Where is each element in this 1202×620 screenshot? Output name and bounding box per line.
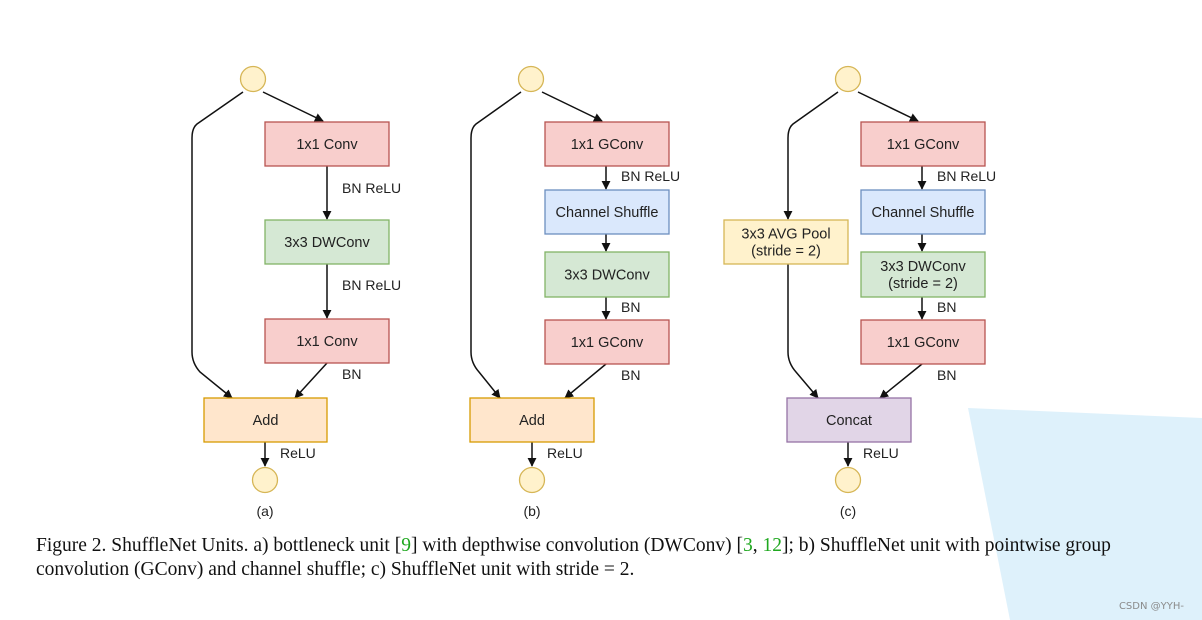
unit-c-edge-label-3: BN — [937, 367, 956, 383]
unit-b-edge-label-3: BN — [621, 367, 640, 383]
unit-c-dw-box — [860, 251, 986, 298]
unit-a-arrow-conv2-to-add — [294, 362, 328, 399]
unit-b-merge-box — [469, 397, 595, 443]
unit-c-pool-block: 3x3 AVG Pool(stride = 2) — [723, 219, 849, 265]
unit-a-edge-label-4: ReLU — [280, 445, 316, 461]
unit-c-caption-label: (c) — [840, 503, 856, 519]
unit-b-dw-box — [544, 251, 670, 298]
unit-c-merge-box — [786, 397, 912, 443]
unit-b-gconv2-box — [544, 319, 670, 365]
unit-c-edge-label-1: BN ReLU — [937, 168, 996, 184]
watermark: CSDN @YYH- — [1118, 601, 1184, 612]
unit-b-gconv1-label: 1x1 GConv — [571, 137, 644, 153]
unit-b-edge-label-1: BN ReLU — [621, 168, 680, 184]
unit-b-dw-block: 3x3 DWConv — [544, 251, 670, 298]
unit-a-merge-label: Add — [253, 413, 279, 429]
unit-b-dw-label: 3x3 DWConv — [564, 268, 650, 284]
unit-a-input-node — [239, 65, 267, 93]
unit-c-gconv2-label: 1x1 GConv — [887, 335, 960, 351]
unit-a-dw-block: 3x3 DWConv — [264, 219, 390, 265]
caption-text-2: ] with depthwise convolution (DWConv) [ — [410, 535, 743, 556]
unit-b-gconv2-label: 1x1 GConv — [571, 335, 644, 351]
unit-b-arrow-skip — [470, 91, 522, 399]
unit-a-conv1-label: 1x1 Conv — [296, 137, 358, 153]
unit-a-conv2-label: 1x1 Conv — [296, 334, 358, 350]
unit-c-gconv1-box — [860, 121, 986, 167]
unit-c-edge-label-2: BN — [937, 299, 956, 315]
unit-a-dw-label: 3x3 DWConv — [284, 235, 370, 251]
unit-c-dw-block: 3x3 DWConv(stride = 2) — [860, 251, 986, 298]
unit-c-gconv2-box — [860, 319, 986, 365]
edges-layer — [191, 91, 927, 467]
unit-c-arrow-gconv2-to-concat — [879, 363, 923, 399]
unit-c-gconv2-block: 1x1 GConv — [860, 319, 986, 365]
unit-b-arrow-gconv2-to-add — [564, 363, 607, 399]
unit-c-arrow-pool-to-concat — [787, 264, 819, 399]
unit-b-shuffle-block: Channel Shuffle — [544, 189, 670, 235]
unit-c-dw-label-1: 3x3 DWConv — [880, 259, 966, 275]
citation-link-9[interactable]: 9 — [401, 535, 411, 556]
unit-c-merge-block: Concat — [786, 397, 912, 443]
unit-a-output-node — [251, 466, 279, 494]
citation-link-3[interactable]: 3 — [742, 535, 753, 556]
unit-c-pool-label-1: 3x3 AVG Pool — [741, 227, 830, 243]
unit-a-arrow-skip — [191, 91, 244, 399]
caption-text-4: ]; b) ShuffleNet unit with pointwise gro… — [36, 535, 1111, 580]
unit-c-input-node — [834, 65, 862, 93]
unit-c-arrow-input-to-pool — [783, 91, 839, 220]
unit-c-gconv1-block: 1x1 GConv — [860, 121, 986, 167]
background-decoration — [968, 408, 1202, 620]
unit-b-arrow-input-to-gconv1 — [541, 91, 603, 122]
unit-a-dw-box — [264, 219, 390, 265]
unit-b-output-node — [518, 466, 546, 494]
unit-c-gconv1-label: 1x1 GConv — [887, 137, 960, 153]
unit-a-conv1-block: 1x1 Conv — [264, 121, 390, 167]
unit-a-edge-label-1: BN ReLU — [342, 180, 401, 196]
figure-caption: Figure 2. ShuffleNet Units. a) bottlenec… — [36, 534, 1186, 582]
citation-link-12[interactable]: 12 — [762, 535, 782, 556]
unit-c-merge-label: Concat — [826, 413, 872, 429]
unit-b-caption-label: (b) — [523, 503, 540, 519]
caption-text-3: , — [752, 535, 763, 556]
unit-c-shuffle-block: Channel Shuffle — [860, 189, 986, 235]
unit-b-merge-label: Add — [519, 413, 545, 429]
unit-a-arrow-input-to-conv1 — [262, 91, 324, 122]
unit-c-pool-box — [723, 219, 849, 265]
caption-text-1: Figure 2. ShuffleNet Units. a) bottlenec… — [36, 535, 402, 556]
unit-b-merge-block: Add — [469, 397, 595, 443]
unit-b-shuffle-box — [544, 189, 670, 235]
unit-c-dw-label-2: (stride = 2) — [888, 276, 958, 292]
unit-c-shuffle-box — [860, 189, 986, 235]
unit-c-arrow-input-to-gconv1 — [857, 91, 919, 122]
unit-a-conv2-box — [264, 318, 390, 364]
unit-b-shuffle-label: Channel Shuffle — [556, 205, 659, 221]
unit-b-edge-label-2: BN — [621, 299, 640, 315]
unit-a-edge-label-2: BN ReLU — [342, 277, 401, 293]
unit-b-input-node — [517, 65, 545, 93]
unit-a-conv1-box — [264, 121, 390, 167]
unit-c-pool-label-2: (stride = 2) — [751, 244, 821, 260]
labels-layer: BN ReLU BN ReLU BN ReLU (a) BN ReLU BN BN ReLU (b… — [256, 168, 996, 519]
unit-a-caption-label: (a) — [256, 503, 273, 519]
unit-a-merge-box — [203, 397, 328, 443]
unit-a-edge-label-3: BN — [342, 366, 361, 382]
unit-b-gconv1-block: 1x1 GConv — [544, 121, 670, 167]
unit-b-gconv1-box — [544, 121, 670, 167]
unit-b-edge-label-4: ReLU — [547, 445, 583, 461]
unit-c-shuffle-label: Channel Shuffle — [872, 205, 975, 221]
unit-b-gconv2-block: 1x1 GConv — [544, 319, 670, 365]
unit-a-conv2-block: 1x1 Conv — [264, 318, 390, 364]
unit-c-edge-label-4: ReLU — [863, 445, 899, 461]
unit-c-output-node — [834, 466, 862, 494]
unit-a-merge-block: Add — [203, 397, 328, 443]
